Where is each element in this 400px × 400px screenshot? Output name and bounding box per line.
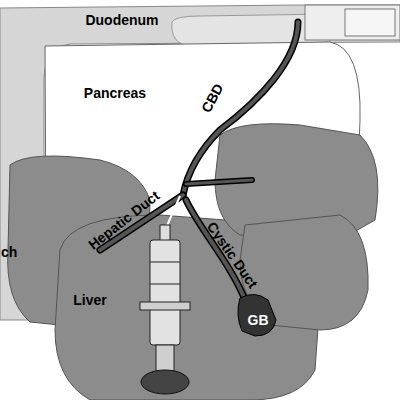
bile-ducts (100, 22, 298, 302)
organ-name: GB (248, 312, 269, 328)
organ-label-box: Pancreas (84, 85, 146, 101)
organ-name: Liver (73, 292, 106, 308)
syringe (140, 196, 190, 394)
liver-lobe (240, 215, 368, 330)
organ-label-box: GB (248, 312, 269, 328)
organ-name: Duodenum (85, 12, 158, 28)
gallbladder-shape (238, 294, 276, 336)
organ-label-box: Liver (73, 292, 106, 308)
part-label: ch (1, 244, 17, 260)
organ-label-box: Duodenum (85, 12, 158, 28)
duodenum-end-inner (345, 9, 395, 36)
organ-name: Pancreas (84, 85, 146, 101)
duodenum-end (305, 5, 400, 40)
